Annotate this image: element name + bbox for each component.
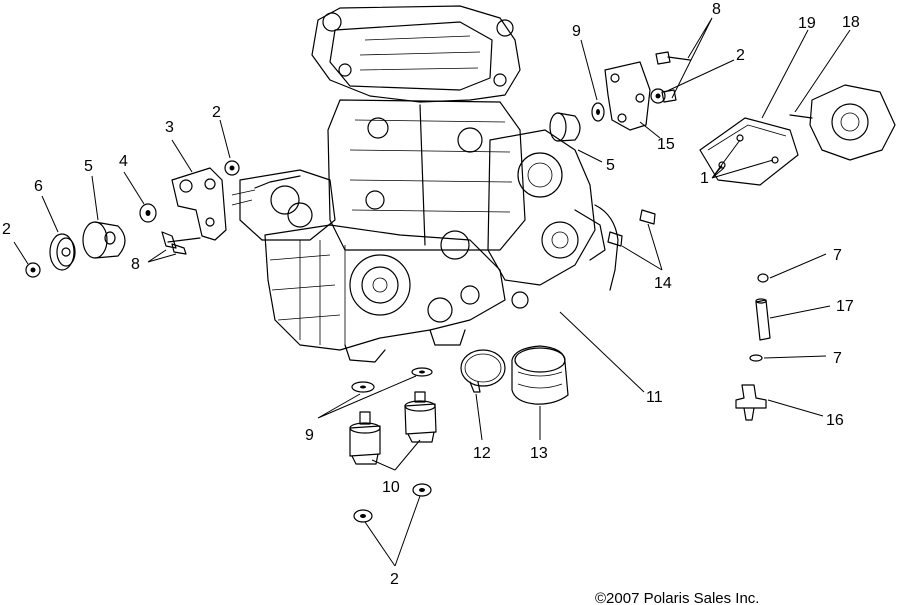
callout-2-top-right: 2: [736, 47, 745, 64]
callout-7-bottom: 7: [833, 350, 842, 367]
callout-15: 15: [657, 136, 675, 153]
callout-10: 10: [382, 479, 400, 496]
callout-19: 19: [798, 15, 816, 32]
washer-7-bottom: [749, 354, 763, 362]
callout-2-left-mid: 2: [212, 104, 221, 121]
rubber-mount-10-left: [349, 411, 381, 465]
rubber-mount-10-right: [404, 391, 437, 443]
bolts-14: [607, 209, 656, 247]
callout-4: 4: [119, 153, 128, 170]
leader-lines: [13, 17, 851, 567]
engine-mount-bracket-right: [604, 61, 651, 131]
callout-5-left: 5: [84, 158, 93, 175]
callout-2-far-left: 2: [2, 221, 11, 238]
callout-5-right: 5: [606, 157, 615, 174]
callout-labels: 8 9 2 19 18 3 2 5 4 6 2 8 15 5 1 14 7 17…: [2, 1, 860, 588]
engine-assembly: [231, 5, 619, 363]
washer-9-top: [591, 102, 605, 122]
nut-2-bottom-left: [353, 509, 373, 523]
nut-2-top-right: [650, 88, 666, 104]
callout-12: 12: [473, 445, 491, 462]
callout-2-bottom: 2: [390, 571, 399, 588]
engine-mount-bracket-left: [171, 167, 227, 241]
rubber-mount-5-left: [82, 221, 126, 259]
callout-16: 16: [826, 412, 844, 429]
callout-6: 6: [34, 178, 43, 195]
callout-9-top: 9: [572, 23, 581, 40]
callout-9-bottom: 9: [305, 427, 314, 444]
housing-18: [789, 84, 896, 161]
callout-3: 3: [165, 119, 174, 136]
callout-7-top: 7: [833, 247, 842, 264]
clamp-12: [460, 349, 506, 393]
callout-14: 14: [654, 275, 672, 292]
callout-8-top: 8: [712, 1, 721, 18]
nut-2-bottom-right: [412, 483, 432, 497]
cap-7-top: [757, 273, 769, 283]
bolts-8-top: [655, 51, 691, 103]
bolts-8-left: [161, 231, 201, 255]
nut-2-far-left: [25, 262, 41, 278]
intake-boot-13: [511, 345, 569, 405]
copyright-notice: ©2007 Polaris Sales Inc.: [595, 590, 759, 605]
callout-17: 17: [836, 298, 854, 315]
washer-4: [139, 203, 157, 223]
nut-2-left-mid: [224, 160, 240, 176]
grommet-16: [735, 384, 767, 421]
callout-11: 11: [646, 389, 663, 406]
washer-9-bottom-right: [411, 367, 433, 377]
cover-19: [699, 117, 799, 186]
washer-9-bottom-left: [351, 381, 375, 393]
spacer-6: [49, 233, 76, 271]
callout-8-left: 8: [131, 256, 140, 273]
tube-17: [755, 298, 771, 341]
callout-18: 18: [842, 14, 860, 31]
callout-1: 1: [700, 170, 709, 187]
rubber-mount-5-right: [549, 112, 581, 142]
callout-13: 13: [530, 445, 548, 462]
